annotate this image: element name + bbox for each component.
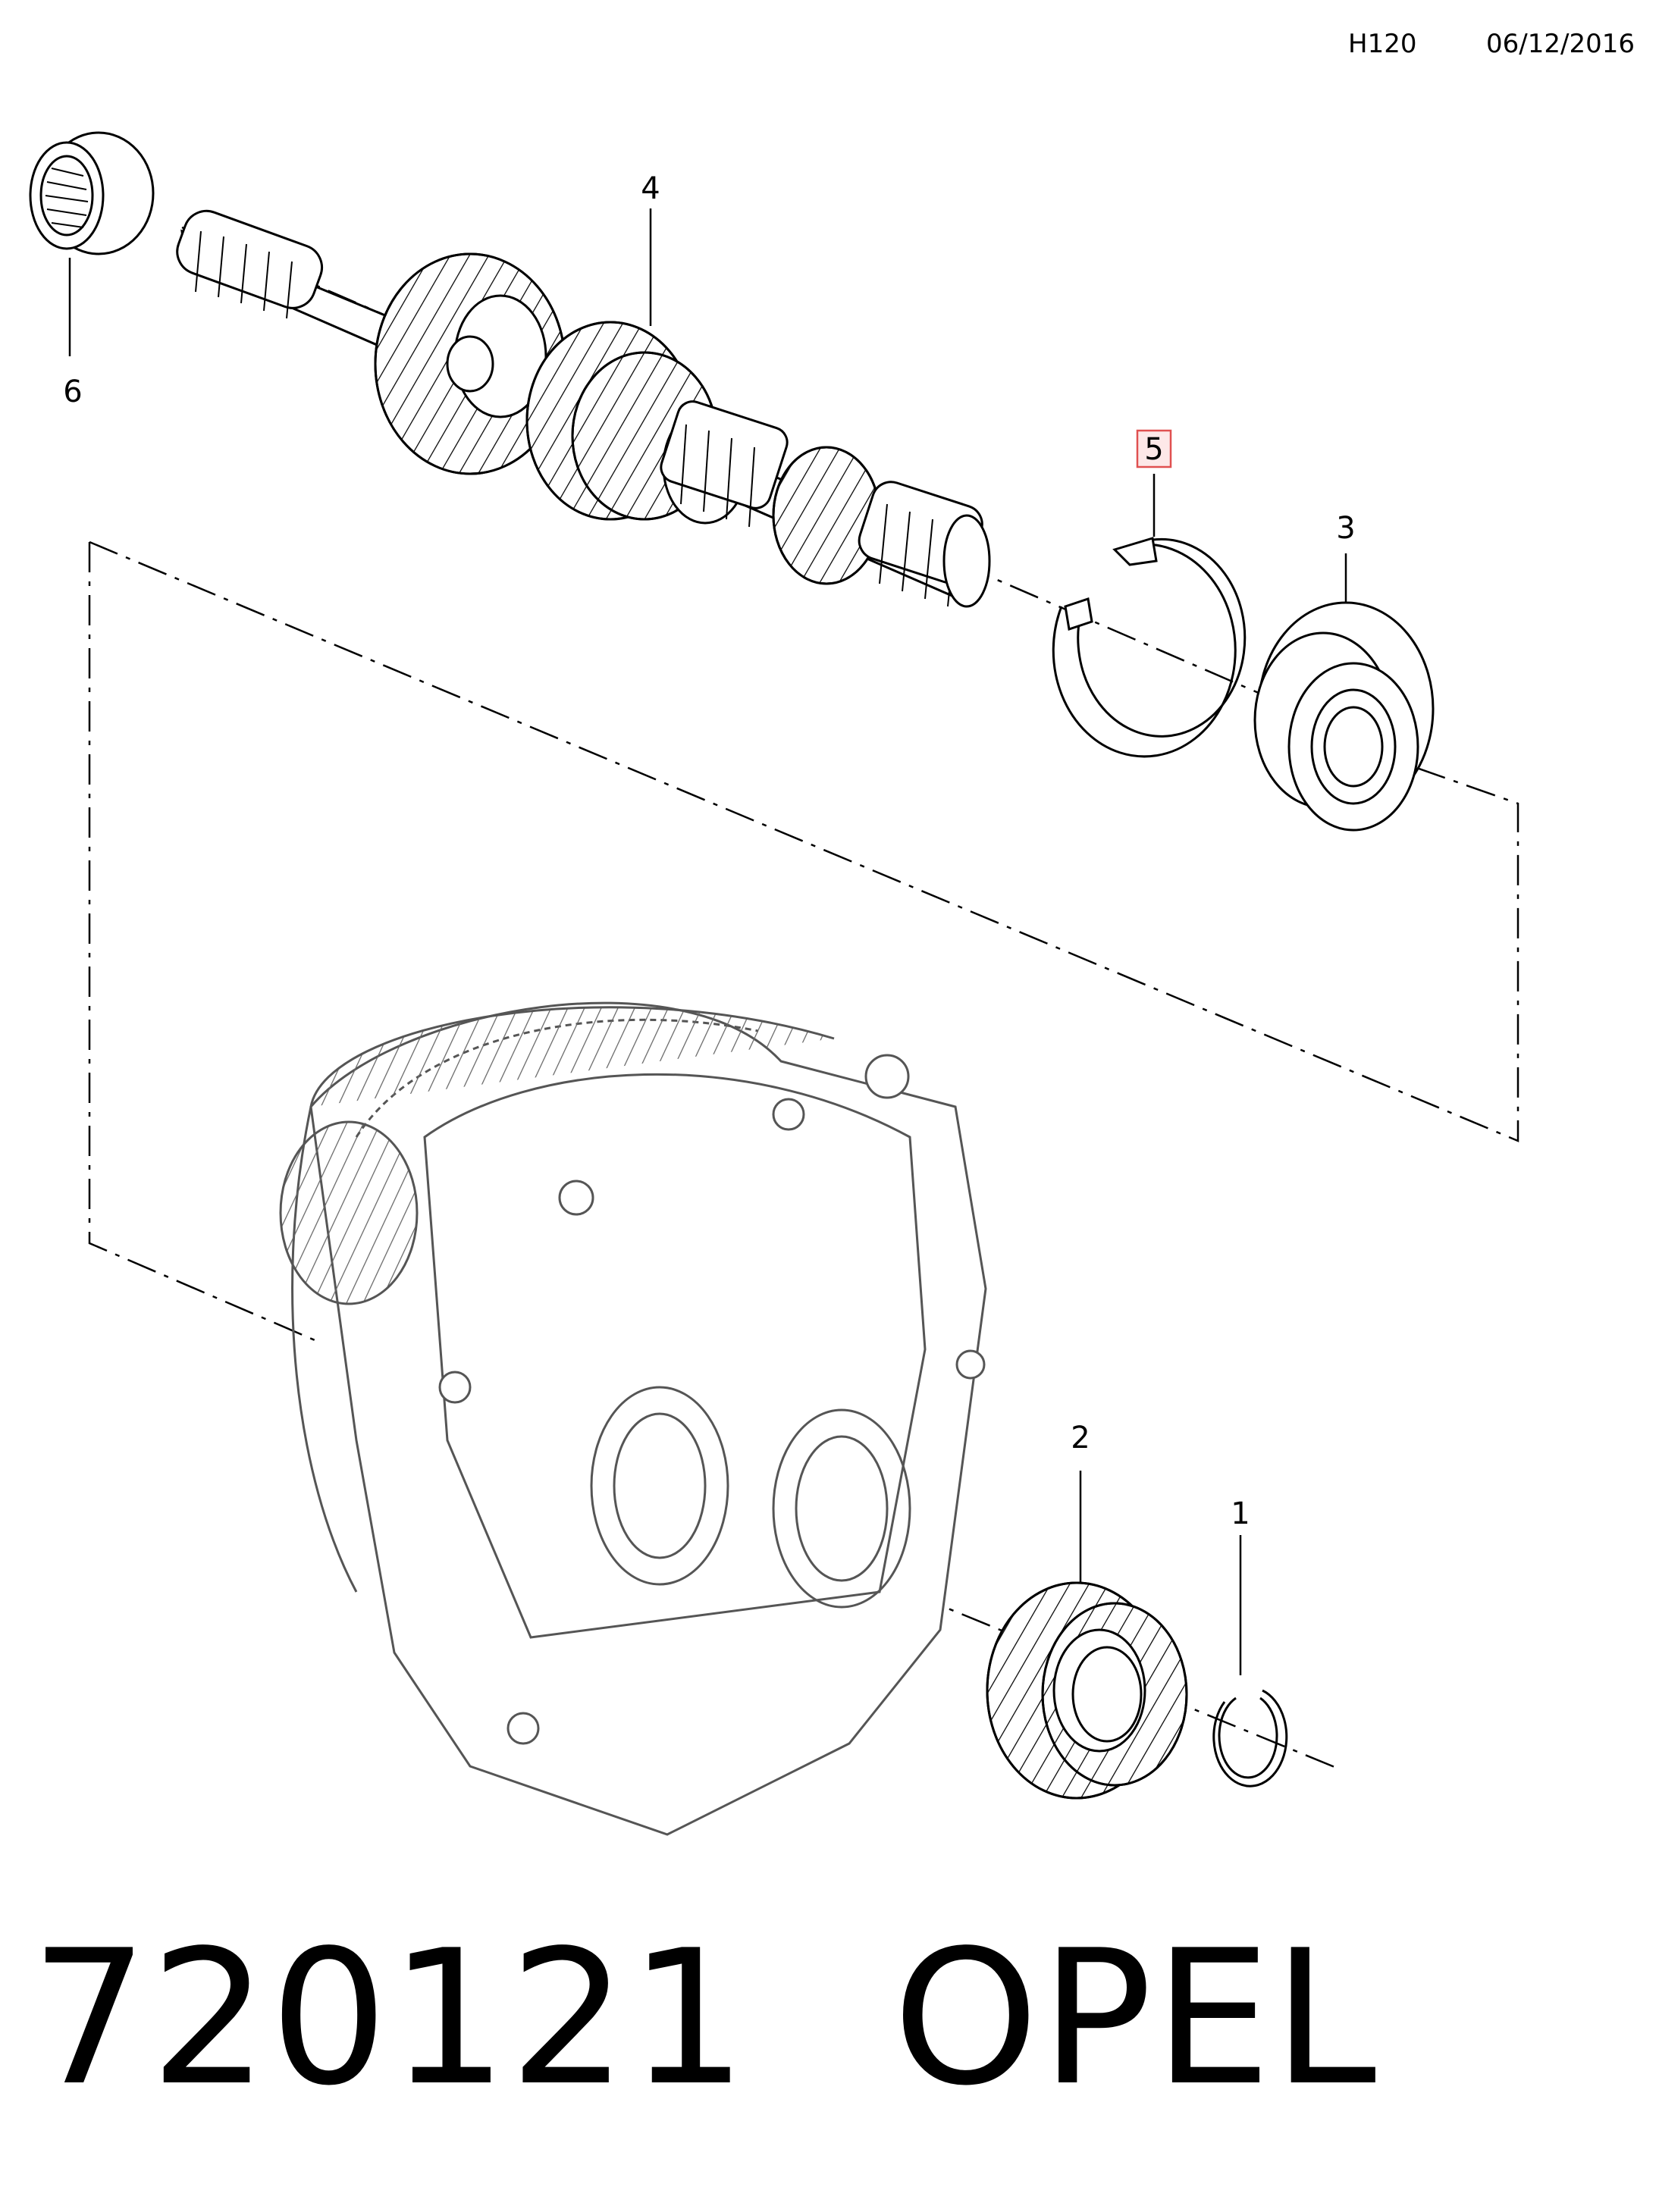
- callout-1: 1: [1231, 1496, 1250, 1531]
- diagram-date: 06/12/2016: [1486, 29, 1635, 59]
- brand-name: OPEL: [892, 1910, 1378, 2126]
- callout-5-highlight: [1136, 429, 1172, 468]
- needle-bearing-part-6[interactable]: [29, 131, 155, 255]
- callout-3: 3: [1336, 511, 1355, 546]
- circlip-part-1[interactable]: [1212, 1689, 1288, 1787]
- callout-5: 5: [1144, 432, 1163, 467]
- ball-bearing-part-3[interactable]: [1253, 601, 1435, 832]
- leader-lines: [68, 208, 1347, 1675]
- callout-2: 2: [1071, 1421, 1090, 1455]
- callout-4: 4: [641, 171, 660, 206]
- transmission-housing: [279, 1001, 987, 1836]
- callout-6: 6: [63, 374, 82, 409]
- snap-ring-part-5[interactable]: [1052, 537, 1247, 758]
- gear-part-2[interactable]: [986, 1581, 1188, 1800]
- part-number: 720121: [30, 1910, 749, 2126]
- main-shaft-part-4[interactable]: [171, 205, 991, 608]
- diagram-code: H120: [1348, 29, 1417, 59]
